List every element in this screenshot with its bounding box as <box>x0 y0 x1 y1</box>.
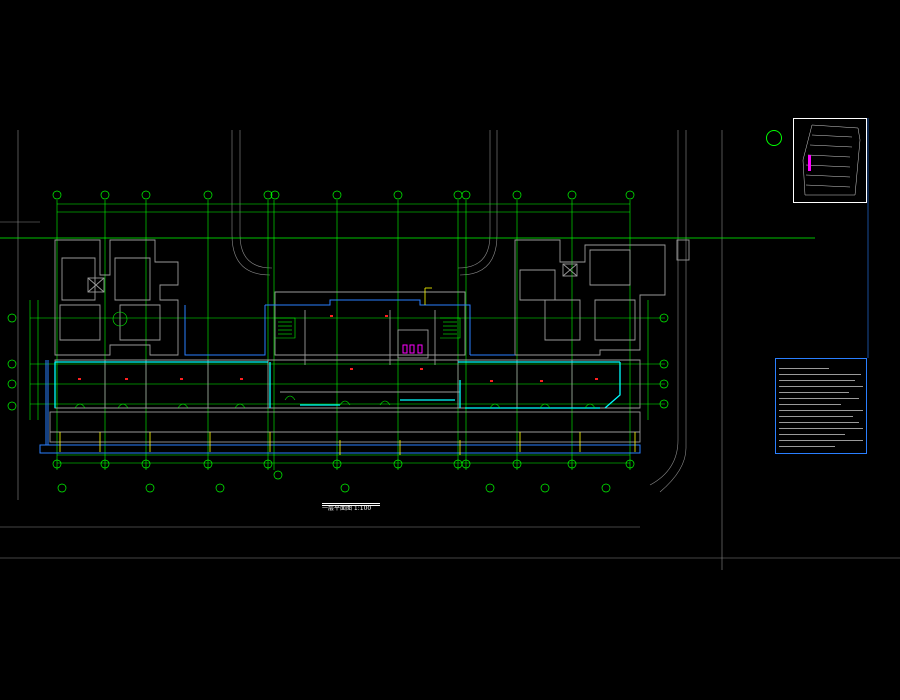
sanitary-fixtures <box>402 344 423 354</box>
detail-callouts <box>57 470 611 493</box>
note-line <box>779 428 863 429</box>
dimension-lines-top <box>29 200 665 470</box>
north-arrow-icon <box>766 130 782 146</box>
key-plan-highlight <box>808 155 811 171</box>
note-line <box>779 368 829 369</box>
note-line <box>779 416 853 417</box>
drawing-title-block: 一层平面图 1:100 <box>322 495 382 514</box>
note-line <box>779 380 855 381</box>
note-line <box>779 410 863 411</box>
notes-table-icon <box>775 358 867 454</box>
note-line <box>779 392 849 393</box>
note-line <box>779 374 861 375</box>
key-plan-drawing <box>802 124 861 196</box>
site-lines <box>0 130 900 570</box>
note-line <box>779 446 835 447</box>
partitions <box>59 287 636 455</box>
title-underline <box>322 503 380 504</box>
doors-stairs <box>74 311 596 409</box>
title-underline <box>322 505 380 506</box>
structural-outlines <box>39 299 641 454</box>
red-marks <box>78 315 598 382</box>
axis-bubbles-top <box>7 190 669 469</box>
note-line <box>779 422 859 423</box>
note-line <box>779 386 863 387</box>
note-line <box>779 434 845 435</box>
drawing-title: 一层平面图 1:100 <box>322 505 372 512</box>
glazing-lines <box>54 361 621 409</box>
note-line <box>779 440 863 441</box>
key-plan-icon <box>793 118 867 203</box>
note-line <box>779 404 841 405</box>
building-walls <box>49 239 690 443</box>
note-line <box>779 398 859 399</box>
